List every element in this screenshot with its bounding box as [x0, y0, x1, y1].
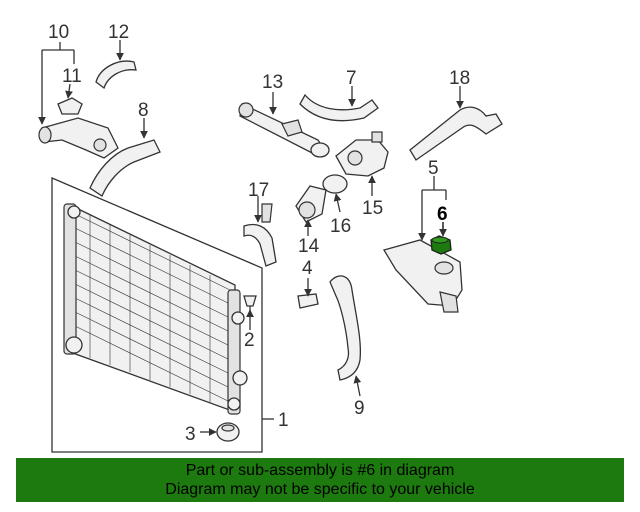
callout-3[interactable]: 3 — [185, 424, 196, 445]
callout-2[interactable]: 2 — [244, 330, 255, 351]
callout-4[interactable]: 4 — [302, 258, 313, 279]
callout-8[interactable]: 8 — [138, 100, 149, 121]
upper-radiator-hose[interactable] — [89, 139, 161, 197]
callout-15[interactable]: 15 — [362, 198, 383, 219]
callout-numbers: 10 12 11 8 13 7 18 15 16 14 17 4 5 6 9 2… — [48, 22, 470, 445]
callout-18[interactable]: 18 — [449, 68, 470, 89]
banner-line-part: Part or sub-assembly is #6 in diagram — [185, 462, 455, 479]
leader-lines — [38, 40, 464, 436]
parts-diagram: 10 12 11 8 13 7 18 15 16 14 17 4 5 6 9 2… — [38, 22, 503, 453]
outlet-gasket[interactable] — [57, 97, 83, 115]
bypass-hose[interactable] — [95, 60, 137, 90]
radiator-core-fins — [74, 213, 231, 403]
callout-14[interactable]: 14 — [298, 236, 320, 257]
callout-11[interactable]: 11 — [62, 66, 82, 87]
info-banner: Part or sub-assembly is #6 in diagram Di… — [16, 458, 624, 502]
callout-16[interactable]: 16 — [330, 216, 351, 237]
callout-13[interactable]: 13 — [262, 72, 283, 93]
thermostat[interactable] — [322, 174, 348, 194]
bypass-pipe[interactable] — [243, 203, 277, 267]
thermostat-cover[interactable] — [295, 185, 327, 223]
callout-5[interactable]: 5 — [428, 158, 439, 179]
callout-12[interactable]: 12 — [108, 22, 129, 43]
callout-9[interactable]: 9 — [354, 398, 365, 419]
hose-clamp[interactable] — [297, 293, 319, 309]
callout-1[interactable]: 1 — [278, 410, 289, 431]
callout-6[interactable]: 6 — [437, 204, 448, 225]
thermostat-housing[interactable] — [335, 131, 389, 177]
coolant-reserve-tank[interactable] — [383, 239, 463, 313]
callout-7[interactable]: 7 — [346, 68, 357, 89]
reservoir-hose[interactable] — [409, 106, 503, 161]
mount-cushion[interactable] — [216, 422, 240, 442]
callout-17[interactable]: 17 — [248, 180, 269, 201]
reservoir-cap[interactable] — [430, 235, 452, 255]
lower-radiator-hose[interactable] — [329, 275, 362, 381]
water-outlet[interactable] — [38, 117, 119, 159]
heater-hose[interactable] — [299, 93, 379, 122]
water-pipe[interactable] — [238, 102, 330, 158]
callout-10[interactable]: 10 — [48, 22, 69, 43]
banner-line-disclaimer: Diagram may not be specific to your vehi… — [165, 481, 475, 498]
radiator-assembly[interactable] — [51, 177, 263, 453]
